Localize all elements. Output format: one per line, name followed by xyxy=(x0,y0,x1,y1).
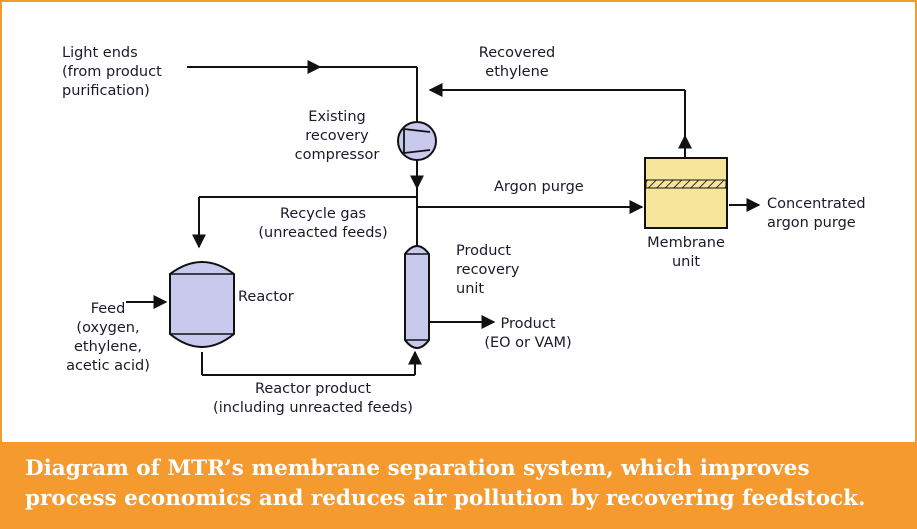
process-flow-svg xyxy=(126,60,761,376)
caption-bar: Diagram of MTR’s membrane separation sys… xyxy=(2,442,915,527)
recycle-gas-label: Recycle gas (unreacted feeds) xyxy=(258,206,388,241)
figure-caption: Diagram of MTR’s membrane separation sys… xyxy=(25,456,866,511)
feed-label: Feed (oxygen, ethylene, acetic acid) xyxy=(66,301,150,374)
reactor-vessel-icon xyxy=(169,261,235,348)
product-recovery-unit-label: Product recovery unit xyxy=(456,243,520,297)
existing-compressor-label: Existing recovery compressor xyxy=(294,109,380,163)
compressor-icon xyxy=(397,121,437,161)
concentrated-argon-purge-label: Concentrated argon purge xyxy=(767,196,866,231)
product-recovery-column-icon xyxy=(404,245,430,349)
light-ends-label: Light ends (from product purification) xyxy=(62,45,162,99)
recovered-ethylene-label: Recovered ethylene xyxy=(478,45,556,80)
membrane-unit-label: Membrane unit xyxy=(647,235,725,270)
product-label: Product (EO or VAM) xyxy=(484,316,572,351)
membrane-unit-icon xyxy=(644,157,728,229)
process-flow-diagram: Light ends (from product purification) R… xyxy=(2,2,915,440)
reactor-product-label: Reactor product (including unreacted fee… xyxy=(213,381,413,416)
reactor-label: Reactor xyxy=(238,289,294,305)
argon-purge-label: Argon purge xyxy=(494,179,584,195)
